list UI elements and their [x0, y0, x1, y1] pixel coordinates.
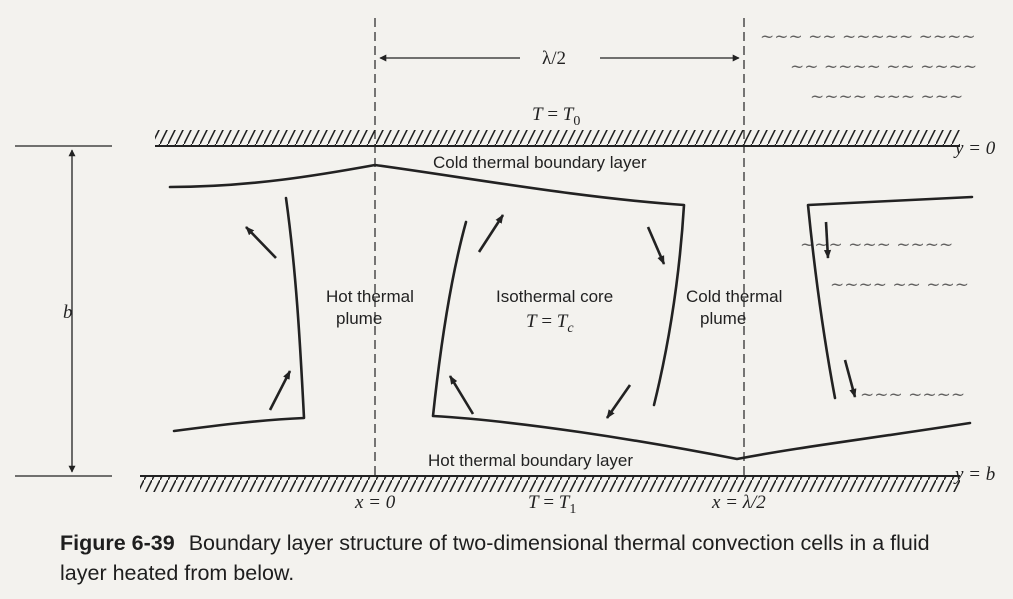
hot-plume-label-line2: plume [336, 309, 382, 328]
cold-plume-label-line1: Cold thermal [686, 287, 782, 306]
bottom-temperature: T = T1 [528, 492, 576, 517]
hot-boundary-layer-curve [431, 220, 972, 461]
core-temperature: T = Tc [526, 311, 574, 336]
arrow-up-left-bottom [268, 370, 292, 411]
cold-boundary-layer-label: Cold thermal boundary layer [433, 153, 647, 172]
top-temperature: T = T0 [532, 104, 580, 129]
arrow-down-right-top [646, 226, 666, 265]
hot-boundary-layer-label: Hot thermal boundary layer [428, 451, 633, 470]
arrow-down-far-bottom [843, 359, 857, 398]
arrow-up-center-bottom [448, 375, 475, 415]
svg-text:~~~ ~~~ ~~~~: ~~~ ~~~ ~~~~ [800, 235, 953, 255]
figure-caption: Figure 6-39 Boundary layer structure of … [60, 528, 980, 588]
cold-boundary-layer-curve [168, 163, 686, 407]
svg-text:~~ ~~~~ ~~ ~~~~: ~~ ~~~~ ~~ ~~~~ [790, 57, 977, 77]
svg-text:~~~~ ~~~ ~~~: ~~~~ ~~~ ~~~ [810, 87, 963, 107]
svg-text:~~~ ~~ ~~~~~ ~~~~: ~~~ ~~ ~~~~~ ~~~~ [760, 27, 976, 47]
boundary-layers [168, 163, 974, 461]
y-bottom-label: y = b [953, 464, 995, 485]
convection-cell-diagram: ~~~ ~~ ~~~~~ ~~~~ ~~ ~~~~ ~~ ~~~~ ~~~~ ~… [15, 18, 996, 517]
x-left-label: x = 0 [354, 492, 396, 513]
arrow-down-right-bottom [605, 384, 632, 419]
y-top-label: y = 0 [953, 138, 996, 159]
figure-number: Figure 6-39 [60, 531, 175, 555]
b-label: b [63, 302, 73, 323]
top-wall [155, 130, 960, 147]
svg-text:~~~~ ~~ ~~~: ~~~~ ~~ ~~~ [830, 275, 969, 295]
figure-caption-text: Boundary layer structure of two-dimensio… [60, 531, 930, 585]
lambda-label: λ/2 [542, 48, 566, 69]
x-right-label: x = λ/2 [711, 492, 766, 513]
bottom-wall [140, 475, 960, 492]
flow-arrows [245, 214, 857, 419]
arrow-up-center-top [477, 214, 505, 253]
right-cell-boundary-curve [806, 195, 974, 400]
cold-plume-label-line2: plume [700, 309, 746, 328]
arrow-down-far-top [823, 221, 832, 259]
bleed-through-text: ~~~ ~~ ~~~~~ ~~~~ ~~ ~~~~ ~~ ~~~~ ~~~~ ~… [760, 27, 977, 405]
svg-text:~~~ ~~~~: ~~~ ~~~~ [860, 385, 965, 405]
hot-plume-label-line1: Hot thermal [326, 287, 414, 306]
b-dimension [15, 145, 112, 477]
arrow-up-left-top [245, 226, 277, 259]
left-hot-plume-curve [172, 196, 306, 433]
core-label: Isothermal core [496, 287, 613, 306]
